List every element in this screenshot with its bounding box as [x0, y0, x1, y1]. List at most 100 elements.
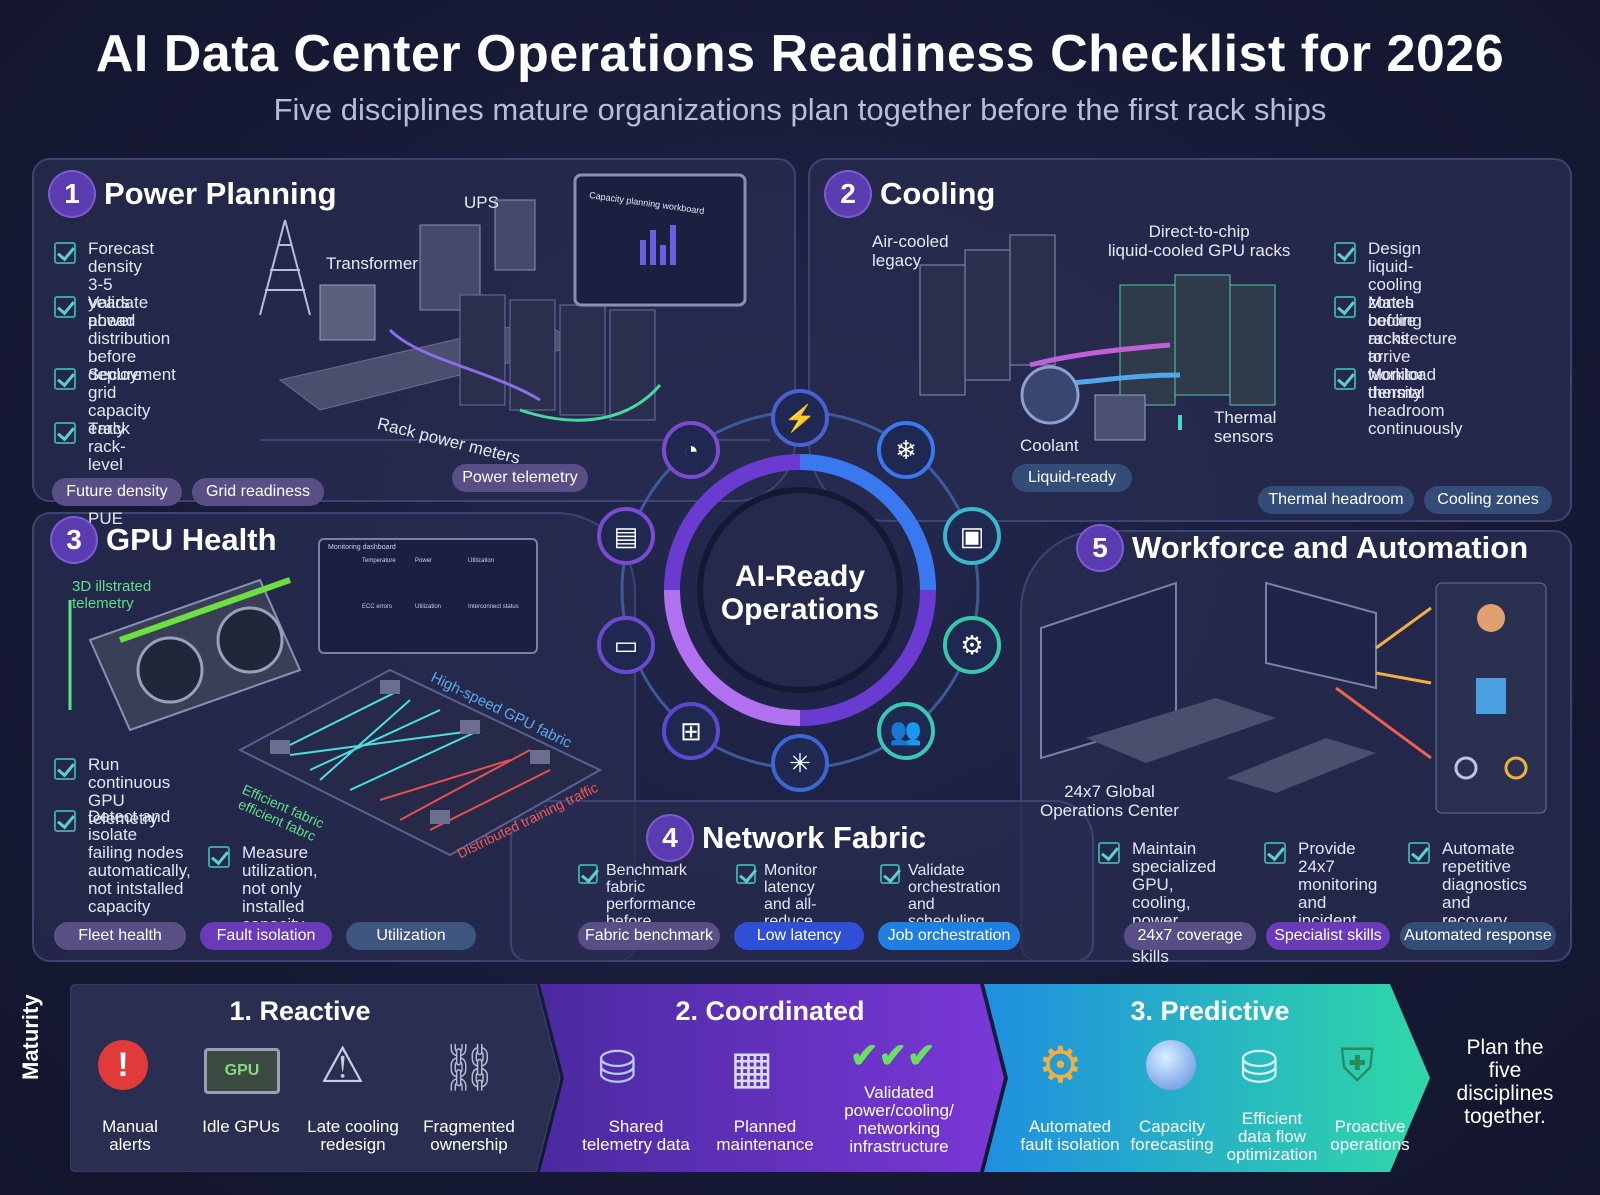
pill-automated-response: Automated response: [1400, 922, 1556, 950]
checkbox-icon: [1098, 842, 1120, 864]
gpu-fabric-illustration: [237, 668, 603, 857]
power-illustration: [259, 173, 770, 441]
checkbox-icon: [54, 758, 76, 780]
stage-title-coordinated: 2. Coordinated: [675, 996, 865, 1026]
label-global-ops-center: 24x7 Global Operations Center: [1040, 782, 1179, 820]
stage-item: Efficient data flow optimization: [1226, 1109, 1318, 1164]
pill-specialist-skills: Specialist skills: [1266, 922, 1390, 950]
liquid-cooled-racks: [1119, 274, 1276, 406]
air-cooled-racks: [919, 234, 1056, 396]
crystal-ball-icon: [1146, 1040, 1196, 1090]
pill-thermal-headroom: Thermal headroom: [1258, 486, 1414, 514]
stage-title-reactive: 1. Reactive: [229, 996, 371, 1026]
label-ups: UPS: [464, 193, 499, 212]
checkbox-icon: [1264, 842, 1286, 864]
pill-utilization: Utilization: [346, 922, 476, 950]
monitoring-dashboard: Monitoring dashboard Temperature Power U…: [318, 538, 538, 654]
section-title-network: Network Fabric: [702, 820, 926, 855]
dashboard-tile: Utilization: [415, 604, 442, 610]
pill-future-density: Future density: [52, 478, 182, 506]
gpu-card-icon: ▤: [597, 507, 655, 565]
transformer-icon: [319, 284, 376, 341]
chip-icon: ▣: [943, 507, 1001, 565]
capacity-dashboard-icon: [573, 173, 747, 307]
pill-24x7-coverage: 24x7 coverage: [1124, 922, 1256, 950]
dashboard-tile: Utilization: [468, 558, 495, 564]
section-title-gpu: GPU Health: [106, 522, 277, 557]
checkbox-icon: [880, 864, 900, 884]
page-subtitle: Five disciplines mature organizations pl…: [273, 92, 1327, 127]
pill-cooling-zones: Cooling zones: [1424, 486, 1552, 514]
broken-link-icon: ⛓: [440, 1041, 499, 1093]
maturity-band: [70, 984, 1430, 1172]
section-title-power: Power Planning: [104, 176, 337, 211]
pill-fabric-benchmark: Fabric benchmark: [578, 922, 720, 950]
stage-item: Proactive operations: [1330, 1117, 1410, 1154]
lightning-icon: ⚡: [771, 389, 829, 447]
section-number-cooling: 2: [826, 172, 870, 216]
shield-check-icon: ⛨: [1340, 1039, 1375, 1091]
checkbox-icon: [736, 864, 756, 884]
stage-item: Idle GPUs: [202, 1117, 280, 1136]
cooling-illustration: [919, 234, 1276, 441]
dashboard-tile: ECC errors: [362, 604, 393, 610]
checkbox-icon: [1334, 242, 1356, 264]
section-number-gpu: 3: [52, 518, 96, 562]
checkbox-icon: [578, 864, 598, 884]
section-title-workforce: Workforce and Automation: [1132, 530, 1529, 565]
pill-grid-readiness: Grid readiness: [192, 478, 324, 506]
stage-item: Capacity forecasting: [1130, 1117, 1214, 1154]
hierarchy-icon: ⊞: [662, 702, 720, 760]
label-air-cooled: Air-cooled legacy: [872, 232, 949, 270]
checkbox-icon: [54, 368, 76, 390]
gpu-sleep-icon: GPU: [204, 1048, 280, 1094]
stage-title-predictive: 3. Predictive: [1130, 996, 1290, 1026]
stage-item: Late cooling redesign: [307, 1117, 399, 1154]
alert-icon: !: [98, 1040, 148, 1090]
stage-item: Manual alerts: [102, 1117, 158, 1154]
page-title: AI Data Center Operations Readiness Chec…: [95, 25, 1505, 83]
pill-fault-isolation: Fault isolation: [200, 922, 332, 950]
checkbox-icon: [54, 242, 76, 264]
data-flow-icon: ⛁: [1240, 1041, 1279, 1093]
dashboard-title: Monitoring dashboard: [328, 544, 396, 551]
section-title-cooling: Cooling: [880, 176, 996, 211]
section-number-network: 4: [648, 816, 692, 860]
label-transformer: Transformer: [326, 254, 418, 273]
checkbox-icon: [54, 296, 76, 318]
checkbox-icon: [1408, 842, 1430, 864]
checkbox-icon: [1334, 296, 1356, 318]
server-racks: [459, 294, 656, 421]
dashboard-tile: Interconnect status: [468, 604, 519, 610]
dashboard-tile: Temperature: [362, 558, 396, 564]
label-coolant: Coolant: [1020, 436, 1079, 455]
gears-cycle-icon: ⚙: [1038, 1037, 1083, 1093]
stage-item: Fragmented ownership: [423, 1117, 515, 1154]
wrench-warning-icon: ⚠: [320, 1037, 365, 1093]
pill-job-orchestration: Job orchestration: [878, 922, 1020, 950]
label-3d-telemetry: 3D illstrated telemetry: [72, 578, 152, 612]
stage-item: Automated fault isolation: [1020, 1117, 1120, 1154]
monitor-icon: ▭: [597, 616, 655, 674]
center-label: AI-Ready Operations: [720, 560, 880, 626]
pill-fleet-health: Fleet health: [54, 922, 186, 950]
section-number-workforce: 5: [1078, 526, 1122, 570]
checkbox-icon: [54, 422, 76, 444]
pill-power-telemetry: Power telemetry: [452, 464, 588, 492]
maturity-axis-label: Maturity: [18, 994, 43, 1080]
checkbox-icon: [54, 810, 76, 832]
checkbox-icon: [208, 846, 230, 868]
pill-low-latency: Low latency: [734, 922, 864, 950]
database-sync-icon: ⛁: [598, 1041, 637, 1093]
network-node-icon: ✳: [771, 734, 829, 792]
snowflake-icon: ❄: [877, 421, 935, 479]
checkbox-icon: [1334, 368, 1356, 390]
closing-message: Plan the five disciplines together.: [1456, 1036, 1554, 1128]
gauge-icon: ◔: [662, 421, 720, 479]
stage-item: Shared telemetry data: [582, 1117, 690, 1154]
section-number-power: 1: [50, 172, 94, 216]
coolant-pump-icon: [1020, 365, 1080, 425]
transmission-tower-icon: [259, 219, 311, 316]
triple-check-icon: ✔✔✔: [850, 1037, 936, 1075]
gpu-card-illustration: [68, 577, 302, 732]
